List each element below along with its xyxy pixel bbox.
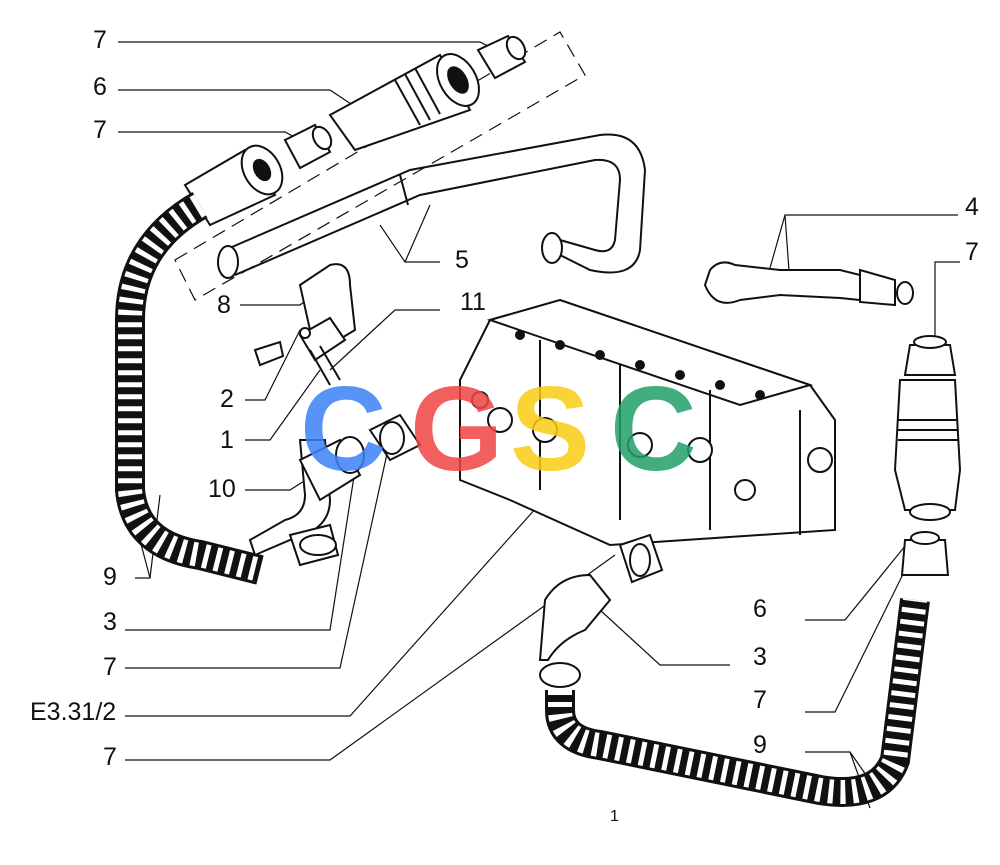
callout-7-right: 7 — [753, 686, 767, 714]
watermark-letter-1: C — [300, 362, 387, 496]
callout-8: 8 — [217, 291, 231, 319]
watermark-letter-2: G — [410, 362, 503, 496]
clamp-bracket — [253, 263, 357, 386]
callout-9-right: 9 — [753, 731, 767, 759]
callout-3-left: 3 — [103, 608, 117, 636]
callout-7-left: 7 — [103, 653, 117, 681]
callout-2: 2 — [220, 385, 234, 413]
watermark-letter-3: S — [510, 362, 590, 496]
callout-9-left: 9 — [103, 563, 117, 591]
upper-right-pipe — [703, 261, 914, 307]
left-corrugated-hose — [115, 191, 264, 585]
callout-4: 4 — [965, 193, 979, 221]
callout-7-top: 7 — [93, 26, 107, 54]
reference-code: E3.31/2 — [30, 698, 117, 726]
left-elbow-fittings — [248, 413, 422, 567]
callout-7-right-top: 7 — [965, 238, 979, 266]
watermark-letter-4: C — [610, 362, 697, 496]
control-valve-block — [459, 298, 836, 547]
quick-coupler-top — [328, 53, 480, 152]
callout-7-second: 7 — [93, 116, 107, 144]
callout-1: 1 — [220, 426, 234, 454]
callout-6-right: 6 — [753, 595, 767, 623]
callout-6-top: 6 — [93, 73, 107, 101]
right-elbow-fittings — [538, 533, 664, 688]
callout-5: 5 — [455, 246, 469, 274]
pipe-assembly — [217, 133, 647, 279]
callout-11: 11 — [460, 288, 486, 316]
right-quick-coupler — [893, 335, 962, 576]
callout-10: 10 — [208, 475, 236, 503]
watermark-logo: C G S C — [300, 362, 697, 496]
adapter-nipples-top — [283, 34, 527, 170]
callout-3-right: 3 — [753, 643, 767, 671]
right-corrugated-hose-core — [548, 598, 927, 804]
callout-7-bottom: 7 — [103, 743, 117, 771]
figure-number: 1 — [610, 808, 619, 825]
